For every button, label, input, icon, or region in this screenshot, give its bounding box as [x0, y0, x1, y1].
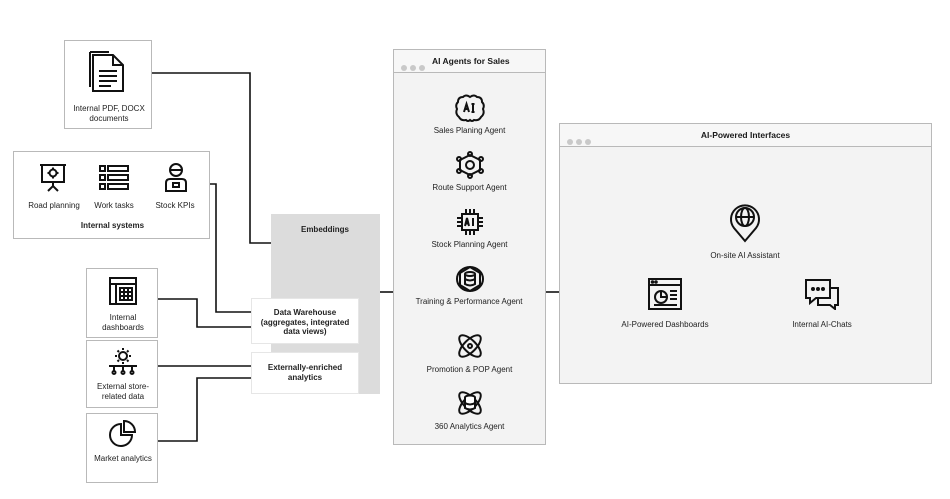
chat-bubbles-icon [805, 279, 839, 310]
window-controls [401, 58, 429, 71]
agents-window-titlebar: AI Agents for Sales [394, 50, 545, 73]
store-data-label: External store-related data [96, 382, 150, 401]
source-internal-systems: Road planning Work tasks Stock KPIs Inte… [13, 151, 210, 239]
agents-window-title: AI Agents for Sales [432, 56, 510, 66]
interfaces-window-title: AI-Powered Interfaces [700, 130, 791, 140]
task-list-icon [99, 165, 129, 190]
agent-training-performance: Training & Performance Agent [394, 265, 545, 307]
agent-route-support: Route Support Agent [394, 151, 545, 193]
internal-systems-title: Internal systems [80, 221, 145, 230]
enriched-analytics-box: Externally-enriched analytics [251, 352, 359, 394]
system-label-stock-kpis: Stock KPIs [155, 201, 195, 210]
window-controls [567, 132, 595, 145]
embeddings-label: Embeddings [300, 225, 349, 234]
agent-label-route-support: Route Support Agent [432, 183, 507, 192]
source-market-analytics: Market analytics [86, 413, 158, 483]
agent-label-sales-planning: Sales Planing Agent [433, 126, 506, 135]
connector-systems-warehouse [210, 183, 251, 313]
interfaces-window-titlebar: AI-Powered Interfaces [560, 124, 931, 147]
interfaces-window: AI-Powered Interfaces On-site AI Assista… [559, 123, 932, 384]
dashboard-window-icon [648, 278, 682, 310]
source-internal-dashboards: Internal dashboards [86, 268, 158, 338]
globe-pin-icon [730, 204, 760, 243]
user-lock-icon [165, 163, 187, 192]
connector-dashboards-warehouse [158, 298, 251, 328]
spreadsheet-icon [109, 277, 137, 305]
ai-dashboards-label: AI-Powered Dashboards [621, 320, 709, 329]
agent-promotion-pop: Promotion & POP Agent [394, 331, 545, 375]
system-label-road-planning: Road planning [28, 201, 80, 210]
agent-label-training-performance: Training & Performance Agent [415, 297, 523, 306]
system-label-work-tasks: Work tasks [94, 201, 134, 210]
agent-stock-planning: Stock Planning Agent [394, 208, 545, 250]
agent-label-360-analytics: 360 Analytics Agent [434, 422, 505, 431]
atom-icon [457, 334, 482, 358]
ai-chats-label: Internal AI-Chats [792, 320, 852, 329]
dashboards-label: Internal dashboards [102, 313, 144, 332]
pie-chart-icon [109, 419, 137, 447]
data-warehouse-label: Data Warehouse (aggregates, integrated d… [260, 308, 350, 336]
ai-brain-icon [454, 94, 485, 122]
connector-docs-embeddings [152, 72, 271, 244]
enriched-analytics-label: Externally-enriched analytics [267, 363, 343, 382]
agents-window: AI Agents for Sales Sales Planing Agent … [393, 49, 546, 445]
ai-chip-icon [456, 209, 483, 235]
network-hub-icon [455, 151, 484, 179]
agent-sales-planning: Sales Planing Agent [394, 94, 545, 136]
database-atom-icon [457, 391, 482, 415]
agent-360-analytics: 360 Analytics Agent [394, 388, 545, 432]
source-pdf-docs: Internal PDF, DOCX documents [64, 40, 152, 129]
assistant-label: On-site AI Assistant [710, 251, 780, 260]
data-warehouse-box: Data Warehouse (aggregates, integrated d… [251, 298, 359, 344]
pdf-docs-label: Internal PDF, DOCX documents [73, 104, 145, 123]
presentation-board-icon [40, 164, 66, 192]
connector-market-enriched [158, 377, 251, 442]
gear-network-icon [109, 348, 137, 375]
agent-label-stock-planning: Stock Planning Agent [431, 240, 508, 249]
database-hex-icon [455, 265, 484, 293]
market-label: Market analytics [94, 454, 152, 463]
source-store-data: External store-related data [86, 340, 158, 408]
document-icon [89, 51, 124, 92]
agent-label-promotion-pop: Promotion & POP Agent [426, 365, 513, 374]
